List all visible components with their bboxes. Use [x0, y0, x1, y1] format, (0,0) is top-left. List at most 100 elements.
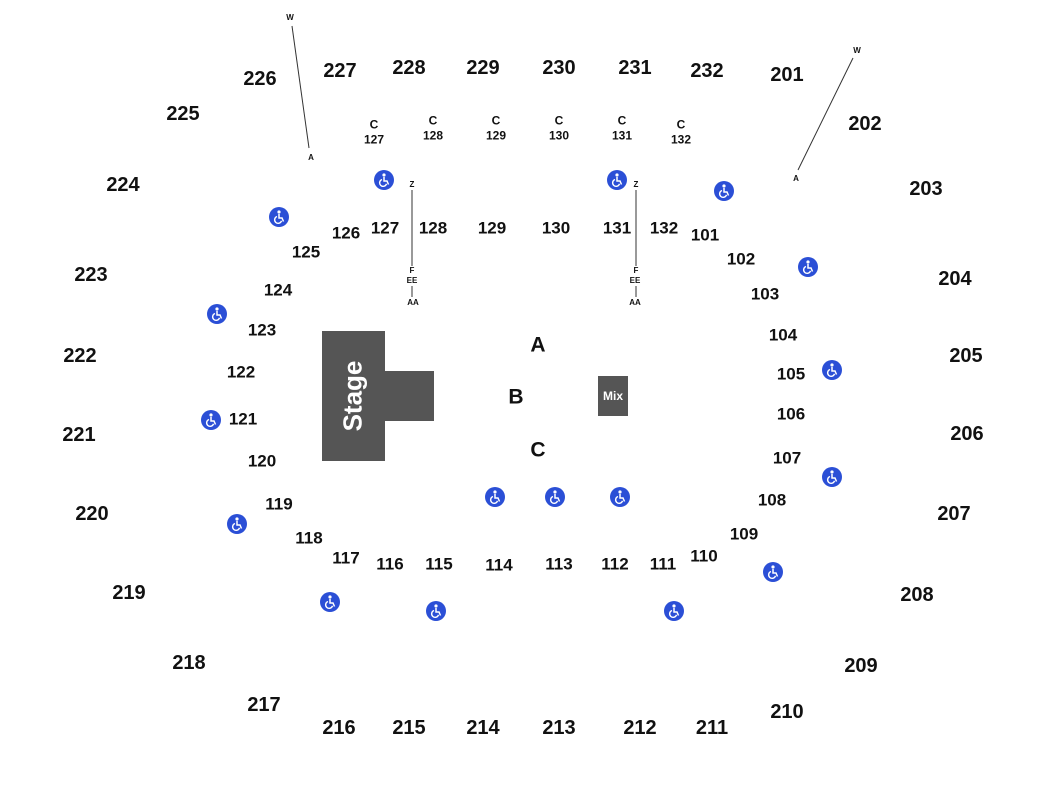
section-209[interactable]: 209 — [844, 655, 878, 677]
row-marker-lower-right-bottom: AA — [629, 298, 641, 307]
stage-label: Stage — [337, 360, 368, 432]
section-207[interactable]: 207 — [937, 503, 971, 525]
section-208[interactable]: 208 — [900, 584, 934, 606]
row-marker-lower-right-top: Z — [633, 180, 639, 189]
row-marker-upper-right-bottom: A — [793, 174, 799, 183]
section-229[interactable]: 229 — [466, 57, 500, 79]
section-109[interactable]: 109 — [729, 524, 759, 544]
section-102[interactable]: 102 — [726, 249, 756, 269]
section-226[interactable]: 226 — [243, 68, 277, 90]
section-210[interactable]: 210 — [770, 701, 804, 723]
wheelchair-icon — [269, 207, 289, 227]
section-217[interactable]: 217 — [247, 694, 281, 716]
stage-thrust — [384, 371, 434, 421]
section-205[interactable]: 205 — [949, 345, 983, 367]
wheelchair-icon — [545, 487, 565, 507]
section-227[interactable]: 227 — [323, 60, 357, 82]
section-228[interactable]: 228 — [392, 57, 426, 79]
section-112[interactable]: 112 — [601, 554, 629, 574]
section-119[interactable]: 119 — [265, 494, 293, 514]
wheelchair-icon — [714, 181, 734, 201]
section-115[interactable]: 115 — [425, 554, 453, 574]
section-216[interactable]: 216 — [322, 717, 356, 739]
wheelchair-icon — [320, 592, 340, 612]
wheelchair-icon — [374, 170, 394, 190]
section-126[interactable]: 126 — [331, 223, 361, 243]
section-123[interactable]: 123 — [247, 320, 277, 340]
floor-section-c[interactable]: C — [530, 438, 546, 462]
section-101[interactable]: 101 — [690, 225, 720, 245]
wheelchair-icon — [607, 170, 627, 190]
section-131[interactable]: 131 — [602, 218, 632, 238]
floor-section-b[interactable]: B — [508, 385, 524, 409]
section-113[interactable]: 113 — [545, 554, 573, 574]
section-116[interactable]: 116 — [376, 554, 404, 574]
section-212[interactable]: 212 — [623, 717, 657, 739]
section-121[interactable]: 121 — [228, 409, 258, 429]
wheelchair-icon — [610, 487, 630, 507]
mix-label: Mix — [602, 389, 623, 403]
section-232[interactable]: 232 — [690, 60, 724, 82]
row-marker-upper-right-top: W — [853, 46, 861, 55]
section-218[interactable]: 218 — [172, 652, 206, 674]
section-202[interactable]: 202 — [848, 113, 882, 135]
section-111[interactable]: 111 — [649, 554, 677, 574]
wheelchair-icon — [227, 514, 247, 534]
section-219[interactable]: 219 — [112, 582, 146, 604]
wheelchair-icon — [763, 562, 783, 582]
section-213[interactable]: 213 — [542, 717, 576, 739]
wheelchair-icon — [798, 257, 818, 277]
section-108[interactable]: 108 — [757, 490, 787, 510]
row-marker-lower-right-mid2: EE — [629, 276, 641, 285]
section-222[interactable]: 222 — [63, 345, 97, 367]
stage — [322, 331, 385, 461]
section-230[interactable]: 230 — [542, 57, 576, 79]
section-127[interactable]: 127 — [370, 218, 400, 238]
section-221[interactable]: 221 — [62, 424, 96, 446]
section-106[interactable]: 106 — [776, 404, 806, 424]
section-103[interactable]: 103 — [750, 284, 780, 304]
section-110[interactable]: 110 — [690, 546, 718, 566]
section-128[interactable]: 128 — [418, 218, 448, 238]
section-114[interactable]: 114 — [485, 555, 513, 575]
section-214[interactable]: 214 — [466, 717, 500, 739]
section-105[interactable]: 105 — [776, 364, 806, 384]
wheelchair-icon — [426, 601, 446, 621]
section-118[interactable]: 118 — [295, 528, 323, 548]
section-211[interactable]: 211 — [695, 717, 729, 739]
floor-section-a[interactable]: A — [530, 333, 546, 357]
section-224[interactable]: 224 — [106, 174, 140, 196]
wheelchair-icon — [201, 410, 221, 430]
section-104[interactable]: 104 — [768, 325, 798, 345]
section-107[interactable]: 107 — [772, 448, 802, 468]
section-201[interactable]: 201 — [770, 64, 804, 86]
section-223[interactable]: 223 — [74, 264, 108, 286]
section-129[interactable]: 129 — [477, 218, 507, 238]
upper-right-row-line — [797, 57, 854, 171]
section-225[interactable]: 225 — [166, 103, 200, 125]
row-marker-lower-left-bottom: AA — [407, 298, 419, 307]
section-220[interactable]: 220 — [75, 503, 109, 525]
section-122[interactable]: 122 — [226, 362, 256, 382]
section-203[interactable]: 203 — [909, 178, 943, 200]
section-206[interactable]: 206 — [950, 423, 984, 445]
section-117[interactable]: 117 — [332, 548, 360, 568]
row-marker-upper-left-top: W — [286, 13, 294, 22]
section-215[interactable]: 215 — [392, 717, 426, 739]
wheelchair-icon — [822, 360, 842, 380]
section-120[interactable]: 120 — [247, 451, 277, 471]
section-130[interactable]: 130 — [541, 218, 571, 238]
section-125[interactable]: 125 — [291, 242, 321, 262]
section-124[interactable]: 124 — [263, 280, 293, 300]
section-231[interactable]: 231 — [618, 57, 652, 79]
section-132[interactable]: 132 — [649, 218, 679, 238]
section-204[interactable]: 204 — [938, 268, 972, 290]
